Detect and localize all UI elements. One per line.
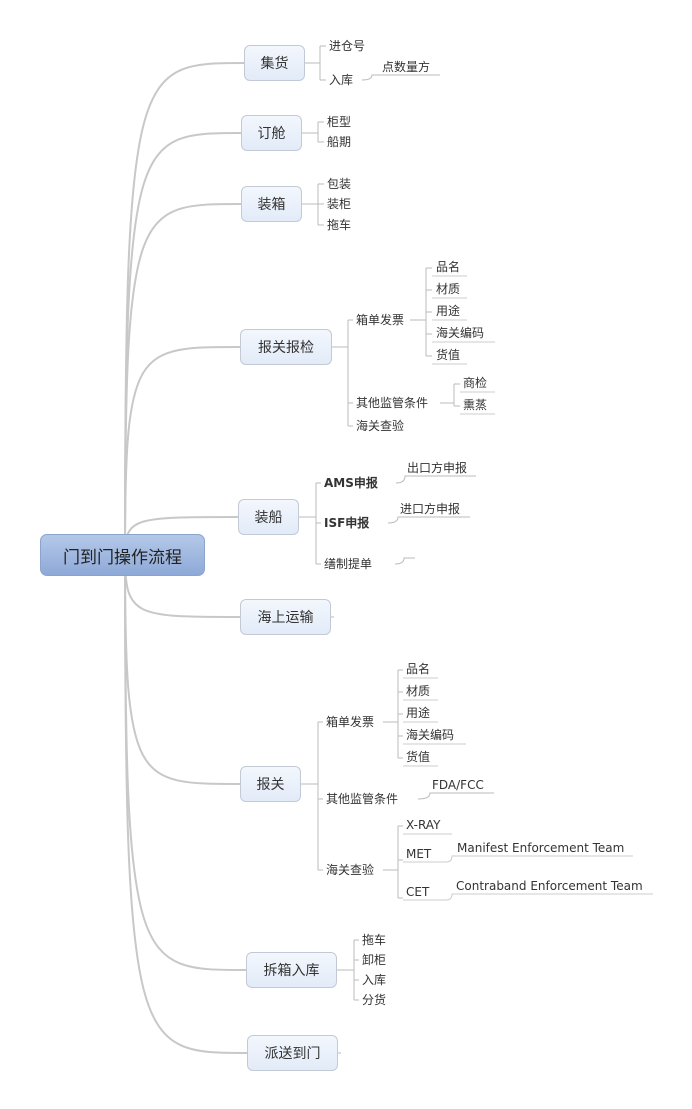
branch-connector: [124, 554, 241, 785]
topic[interactable]: 装柜: [327, 197, 352, 211]
subtopic[interactable]: 商检: [463, 376, 488, 390]
topic[interactable]: 拖车: [362, 933, 387, 947]
subtopic[interactable]: 货值: [436, 348, 461, 362]
subtopic[interactable]: CET: [406, 885, 430, 899]
topic[interactable]: 箱单发票: [326, 715, 375, 729]
topic[interactable]: 拖车: [327, 218, 352, 232]
topic-underline: [387, 516, 470, 524]
subtopic[interactable]: 品名: [436, 260, 461, 274]
branch-connector: [124, 132, 242, 556]
node-paisong[interactable]: 派送到门: [247, 1035, 338, 1071]
subtopic[interactable]: Contraband Enforcement Team: [456, 879, 643, 893]
topic[interactable]: 柜型: [327, 115, 352, 129]
subtopic[interactable]: FDA/FCC: [432, 778, 484, 792]
topic[interactable]: 入库: [362, 973, 387, 987]
subtopic[interactable]: 材质: [436, 282, 461, 296]
subtopic[interactable]: 品名: [406, 662, 431, 676]
subtopic[interactable]: 货值: [406, 750, 431, 764]
topic[interactable]: 箱单发票: [356, 313, 405, 327]
subtopic[interactable]: 进口方申报: [400, 502, 461, 516]
topic-underline: [403, 893, 653, 901]
branch-connector: [124, 554, 248, 1054]
topic[interactable]: 包装: [327, 177, 352, 191]
subtopic[interactable]: Manifest Enforcement Team: [457, 841, 625, 855]
subtopic[interactable]: 海关编码: [406, 728, 455, 742]
subtopic[interactable]: 用途: [436, 304, 461, 318]
topic[interactable]: AMS申报: [324, 476, 378, 490]
topic[interactable]: ISF申报: [324, 516, 370, 530]
node-baoguan[interactable]: 报关: [240, 766, 301, 802]
node-dingcang[interactable]: 订舱: [241, 115, 302, 151]
subtopic[interactable]: 用途: [406, 706, 431, 720]
branch-connector: [124, 346, 241, 556]
topic-underline: [394, 557, 415, 565]
node-zhuangchuan[interactable]: 装船: [238, 499, 299, 535]
topic-underline: [417, 792, 494, 800]
root-node[interactable]: 门到门操作流程: [40, 534, 205, 576]
subtopic[interactable]: 海关编码: [436, 326, 485, 340]
subtopic[interactable]: 点数量方: [382, 60, 431, 74]
branch-connector: [124, 203, 242, 556]
topic[interactable]: 入库: [329, 73, 354, 87]
subtopic[interactable]: 出口方申报: [407, 461, 468, 475]
node-zhuangxiang[interactable]: 装箱: [241, 186, 302, 222]
node-haishang[interactable]: 海上运输: [240, 599, 331, 635]
topic-underline: [395, 475, 476, 484]
topic-underline: [403, 855, 633, 863]
topic[interactable]: 船期: [327, 135, 352, 149]
topic[interactable]: 卸柜: [362, 953, 387, 967]
topic[interactable]: 缮制提单: [324, 557, 373, 571]
topic[interactable]: 其他监管条件: [356, 396, 429, 410]
subtopic[interactable]: 熏蒸: [463, 398, 488, 412]
subtopic[interactable]: X-RAY: [406, 818, 441, 832]
subtopic[interactable]: 材质: [406, 684, 431, 698]
node-chaixiang[interactable]: 拆箱入库: [246, 952, 337, 988]
topic[interactable]: 海关查验: [326, 863, 375, 877]
node-baoguanbaojian[interactable]: 报关报检: [240, 329, 332, 365]
node-jihuo[interactable]: 集货: [244, 45, 305, 81]
topic[interactable]: 海关查验: [356, 419, 405, 433]
topic[interactable]: 进仓号: [329, 39, 366, 53]
subtopic[interactable]: MET: [406, 847, 432, 861]
topic[interactable]: 分货: [362, 993, 387, 1007]
topic-underline: [361, 74, 440, 81]
topic[interactable]: 其他监管条件: [326, 792, 399, 806]
